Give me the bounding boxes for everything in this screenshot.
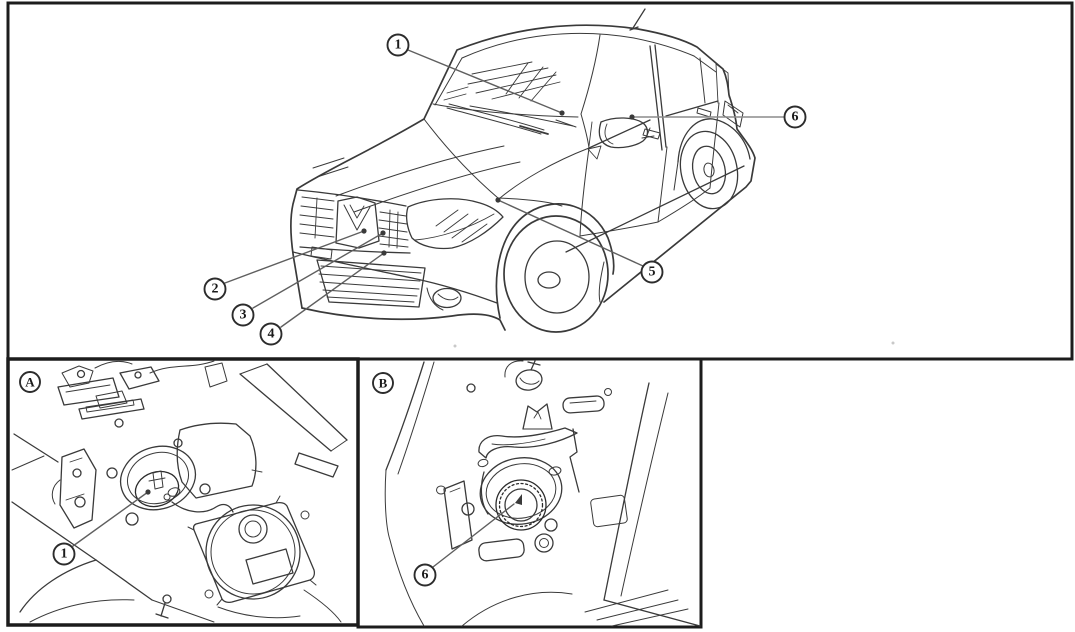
callout-2-label: 2	[212, 282, 219, 297]
front-wheel-arch	[495, 203, 615, 319]
taillight	[722, 100, 744, 128]
upper-door-parts	[466, 360, 612, 430]
callout-2: 2	[203, 228, 367, 301]
callout-3-label: 3	[240, 308, 247, 323]
mounting-flange	[187, 495, 317, 606]
detail-panel-b: B 6	[356, 357, 703, 629]
detail-b-callout-6-circle	[413, 563, 437, 587]
rear-wheel	[679, 130, 739, 210]
panel-a-label-text: A	[25, 375, 35, 390]
a-pillar-inner	[434, 57, 463, 106]
scan-speck	[453, 344, 457, 348]
front-grille	[297, 189, 411, 254]
main-view-border	[6, 1, 1074, 361]
front-bumper-lower-edge	[301, 307, 506, 331]
car-drawing	[289, 8, 895, 348]
callout-1-label: 1	[395, 38, 402, 53]
cowl-side	[580, 113, 590, 149]
far-a-pillar	[580, 34, 601, 115]
headlamp	[405, 198, 504, 250]
left-bracket	[51, 448, 97, 529]
antenna	[629, 8, 646, 31]
panel-b-label: B	[372, 372, 394, 394]
side-windows	[588, 44, 730, 151]
callout-3: 3	[231, 230, 386, 327]
fog-lamp	[426, 287, 462, 311]
hood-contour-lines	[312, 118, 590, 213]
bolt-holes	[106, 418, 139, 526]
wiper-blades	[446, 103, 577, 135]
windshield-hatching	[443, 61, 561, 102]
callout-4: 4	[259, 250, 387, 346]
lower-panel-lines	[11, 433, 342, 623]
rear-wheel-arch	[677, 118, 751, 163]
door-seams	[579, 102, 720, 237]
grille-slats-right	[378, 209, 409, 249]
detail-a-callout-1-label: 1	[61, 547, 68, 562]
leader-arrowhead	[515, 494, 522, 505]
door-pocket-hole	[478, 538, 525, 562]
grille-slats-left	[299, 196, 335, 239]
callout-6-circle	[783, 105, 807, 129]
panel-a-label-circle	[19, 371, 41, 393]
front-wheel	[503, 215, 609, 333]
bottom-door-skin-line	[461, 591, 573, 627]
callout-1: 1	[386, 33, 565, 116]
door-holes	[436, 458, 562, 553]
left-pillar-lines	[384, 361, 473, 627]
callout-5: 5	[495, 197, 664, 284]
detail-panel-a: A 1	[6, 357, 360, 627]
callout-4-label: 4	[268, 327, 275, 342]
detail-b-callout-6-label: 6	[422, 568, 429, 583]
detail-b-drawing	[384, 360, 701, 627]
callout-6-label: 6	[792, 110, 799, 125]
s-channel	[478, 427, 578, 459]
car-body-outline	[289, 24, 756, 309]
cowl-line	[432, 103, 579, 118]
lower-bumper-grille	[292, 246, 498, 308]
callout-5-label: 5	[649, 265, 656, 280]
callout-6: 6	[629, 105, 807, 129]
grille-emblem	[335, 196, 380, 249]
panel-b-label-circle	[372, 372, 394, 394]
right-door-edge	[569, 382, 701, 627]
horn-assembly	[119, 445, 234, 513]
roof-drip-rail	[461, 32, 695, 59]
mid-bracket-plate	[173, 422, 263, 499]
rocker-line	[565, 165, 745, 253]
scan-speck	[891, 341, 895, 345]
diagonal-beam	[239, 363, 348, 478]
main-view-panel: 1 2 3 4 5 6	[6, 1, 1074, 361]
upper-bracket-cluster	[57, 360, 228, 420]
detail-a-drawing	[11, 360, 348, 623]
callout-1-circle	[386, 33, 410, 57]
b-pillar	[649, 44, 667, 151]
panel-a-label: A	[19, 371, 41, 393]
detail-a-callout-1: 1	[52, 489, 151, 566]
speaker-ring	[495, 479, 547, 531]
door-handle-rear	[696, 107, 712, 118]
callout-4-circle	[259, 322, 283, 346]
detail-b-callout-6: 6	[413, 503, 515, 587]
callout-2-circle	[203, 277, 227, 301]
door-mirror	[587, 117, 655, 160]
detail-b-border	[356, 357, 703, 629]
mud-flap-line	[673, 161, 679, 191]
callout-3-circle	[231, 303, 255, 327]
detail-a-callout-1-circle	[52, 542, 76, 566]
panel-b-label-text: B	[379, 376, 388, 391]
speaker-recess	[479, 457, 563, 525]
callout-5-circle	[640, 260, 664, 284]
